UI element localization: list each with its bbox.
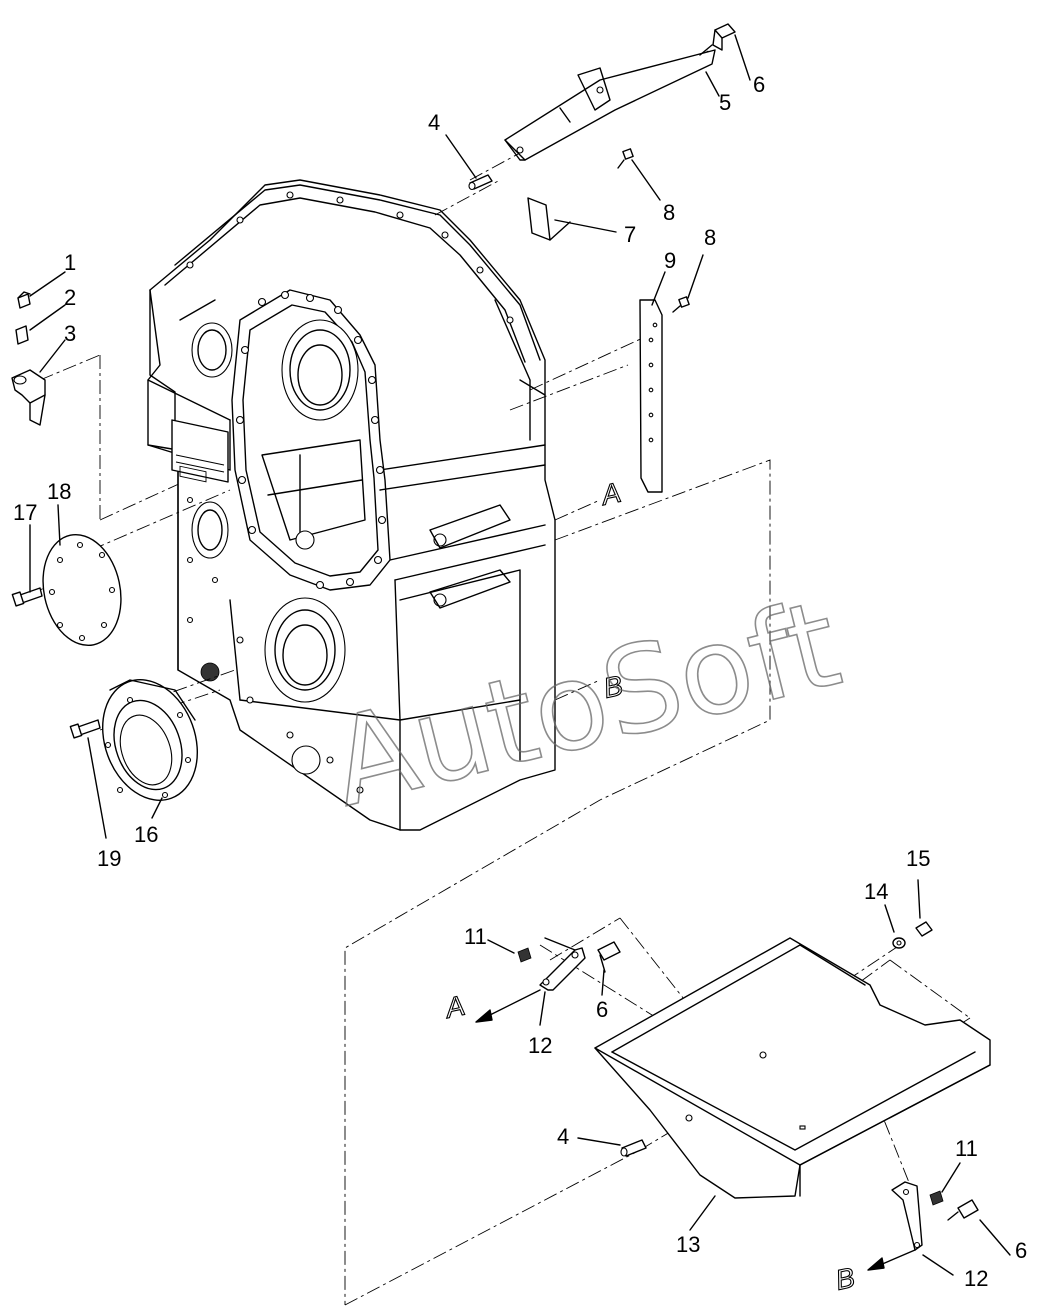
callout-14: 14 (864, 879, 888, 904)
part-15-screw (915, 921, 933, 937)
callout-18: 18 (47, 479, 71, 504)
part-6-bolt-top (699, 23, 736, 56)
part-13-pan (594, 937, 991, 1199)
callout-7: 7 (624, 222, 636, 247)
section-b-lower: B (833, 1262, 858, 1296)
transmission-housing (147, 179, 556, 831)
part-14-washer (892, 937, 906, 949)
part-16-seal-carrier (101, 679, 199, 801)
part-17-screw (11, 587, 43, 607)
part-7-bracket (527, 197, 571, 241)
part-9-strip (639, 299, 663, 493)
callout-19: 19 (97, 846, 121, 871)
part-4-pin-lower (620, 1139, 647, 1157)
callout-4-lower: 4 (557, 1124, 569, 1149)
callout-12-upper: 12 (528, 1033, 552, 1058)
callout-6-bottom: 6 (1015, 1238, 1027, 1263)
part-8-screw-upper (617, 148, 634, 169)
callout-8-upper: 8 (663, 200, 675, 225)
section-a-lower: A (441, 990, 468, 1025)
callout-5: 5 (719, 90, 731, 115)
callout-11-lower: 11 (955, 1136, 978, 1161)
name-plate (171, 419, 229, 483)
callout-1: 1 (64, 250, 76, 275)
callout-3: 3 (64, 321, 76, 346)
part-11-nut-upper (517, 947, 532, 963)
callout-17: 17 (13, 500, 37, 525)
part-11-nut-lower (929, 1190, 944, 1206)
part-8-screw-lower (672, 296, 690, 313)
callout-12-lower: 12 (964, 1266, 988, 1291)
callout-9: 9 (664, 248, 676, 273)
leader-lines (29, 34, 1011, 1276)
callout-11-upper: 11 (464, 924, 487, 949)
part-4-pin-upper (468, 174, 493, 191)
callout-13: 13 (676, 1232, 700, 1257)
callout-6-middle: 6 (596, 997, 608, 1022)
callout-labels: 1 2 3 4 5 6 8 7 9 8 17 18 19 16 11 6 12 … (13, 72, 1027, 1291)
part-19-screw (69, 719, 101, 739)
part-12-bracket-a (539, 937, 586, 991)
callout-4-upper: 4 (428, 110, 440, 135)
part-12-bracket-b (891, 1181, 923, 1251)
callout-2: 2 (64, 285, 76, 310)
part-3-elbow (11, 369, 46, 426)
part-1-cap (17, 291, 31, 309)
callout-8-lower: 8 (704, 225, 716, 250)
part-18-cover (42, 533, 122, 647)
callout-16: 16 (134, 822, 158, 847)
part-6-bolt-bottom (947, 1199, 979, 1221)
callout-15: 15 (906, 846, 930, 871)
part-5-guard-plate (504, 49, 716, 161)
part-6-bolt-middle (597, 941, 621, 973)
part-2-nut (15, 325, 29, 345)
callout-6-top: 6 (753, 72, 765, 97)
section-a-upper: A (597, 477, 624, 512)
